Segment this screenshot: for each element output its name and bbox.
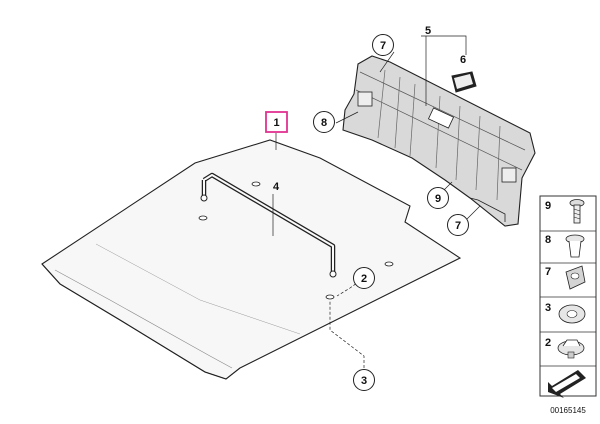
floor-holes [198,181,394,300]
cap-clip-icon [557,339,585,359]
svg-text:5: 5 [425,25,431,37]
orientation-arrow-icon [548,370,586,398]
svg-text:8: 8 [321,117,327,129]
tension-strap [200,172,337,278]
expanding-rivet-icon [565,234,585,258]
callout-8: 8 [313,111,335,133]
round-clip-icon [558,304,586,324]
svg-text:9: 9 [435,193,441,205]
clip-nut-icon [565,265,586,290]
callout-7-bottom: 7 [447,214,469,236]
svg-text:7: 7 [380,40,386,52]
floor-trim-panel [41,139,462,380]
svg-text:1: 1 [273,117,279,129]
svg-text:7: 7 [455,220,461,232]
callout-4: 4 [273,181,280,193]
callout-2: 2 [353,267,375,289]
callout-5: 5 [425,25,431,37]
callout-7-top: 7 [372,34,394,56]
svg-text:7: 7 [545,266,551,278]
svg-text:2: 2 [545,337,551,349]
svg-text:2: 2 [361,273,367,285]
svg-text:9: 9 [545,200,551,212]
svg-text:8: 8 [545,234,551,246]
screw-icon [569,199,585,224]
callout-1: 1 [265,111,288,133]
document-number: 00165145 [550,406,586,415]
svg-text:3: 3 [545,302,551,314]
rear-trim-panel [342,55,536,227]
callout-6: 6 [460,54,466,66]
svg-text:4: 4 [273,181,280,193]
svg-text:6: 6 [460,54,466,66]
fastener-legend: 9 8 7 3 2 [539,195,597,398]
part-6-pad [451,71,477,93]
callout-3: 3 [353,369,375,391]
svg-text:3: 3 [361,375,367,387]
callout-9: 9 [427,187,449,209]
